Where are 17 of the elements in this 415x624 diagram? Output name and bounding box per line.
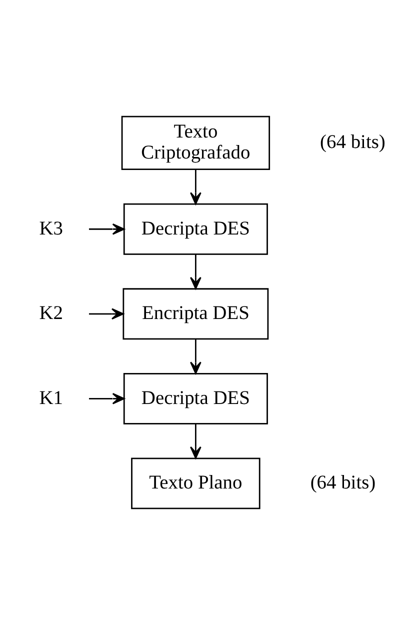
node-box: Encripta DES — [122, 288, 269, 340]
arrow — [89, 392, 125, 404]
node-box: Texto Plano — [131, 457, 260, 509]
node-text: K1 — [39, 387, 64, 408]
node-label: (64 bits) — [310, 472, 376, 494]
arrow — [190, 423, 202, 458]
arrow — [89, 308, 124, 320]
arrow — [190, 254, 202, 289]
node-box: Texto Criptografado — [121, 115, 270, 170]
node-text: K3 — [39, 218, 64, 239]
arrow — [190, 338, 202, 374]
arrow — [89, 222, 125, 234]
node-text: K2 — [39, 302, 64, 324]
node-label: (64 bits) — [320, 132, 386, 153]
arrow — [190, 168, 202, 204]
node-box: Decripta DES — [123, 202, 268, 254]
node-box: Decripta DES — [123, 372, 268, 424]
